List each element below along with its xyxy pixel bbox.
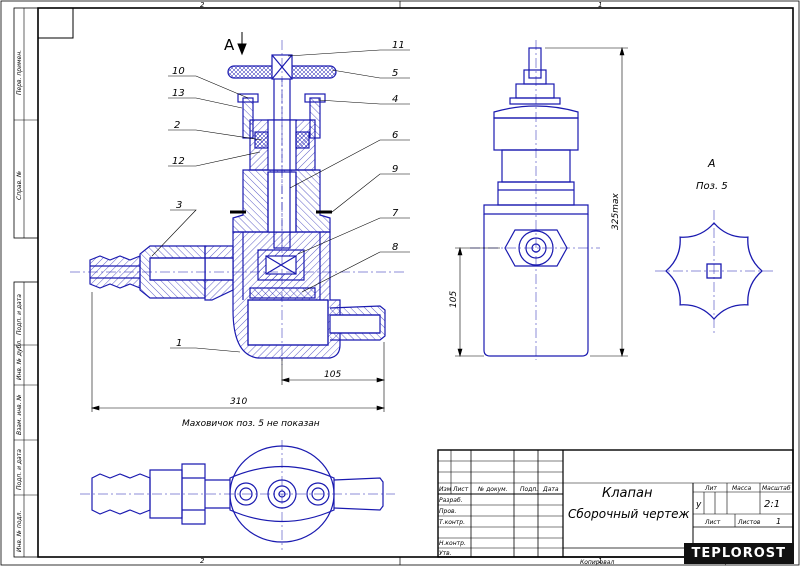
side-label: Инв. № подл. xyxy=(16,511,23,552)
sheets-label: Листов xyxy=(737,519,761,526)
leader-lines xyxy=(151,49,410,353)
sheets-value: 1 xyxy=(776,517,781,526)
part-number: 10 xyxy=(172,66,185,77)
part-number: 4 xyxy=(392,94,398,105)
zone-marker-top-right: 1 xyxy=(598,1,602,9)
part-number: 13 xyxy=(172,88,185,99)
part-number: 1 xyxy=(176,338,182,349)
role-approved: Утв. xyxy=(439,550,452,557)
side-dimensions xyxy=(455,46,628,358)
side-label: Взам. инв. № xyxy=(16,394,23,435)
title-block xyxy=(437,449,794,558)
dimension-310: 310 xyxy=(230,397,247,407)
part-number: 7 xyxy=(392,208,399,219)
header-date: Дата xyxy=(542,486,559,493)
view-marker-label: А xyxy=(224,36,235,54)
detail-sub-label: Поз. 5 xyxy=(696,181,728,192)
lit-label: Лит xyxy=(704,485,717,492)
role-developer: Разраб. xyxy=(439,497,463,504)
handwheel-detail xyxy=(655,210,775,334)
header-list: Лист xyxy=(452,486,469,493)
view-arrow xyxy=(237,32,247,56)
role-checker: Пров. xyxy=(439,508,457,515)
mass-label: Масса xyxy=(732,485,751,492)
part-number: 11 xyxy=(392,40,405,51)
side-label: Инв. № дубл. xyxy=(16,339,23,380)
zone-marker-bottom-left: 2 xyxy=(200,557,205,565)
section-view xyxy=(70,40,405,365)
part-number: 8 xyxy=(392,242,398,253)
side-label: Подп. и дата xyxy=(16,294,23,335)
zone-marker-bottom-right: 1 xyxy=(598,557,602,565)
lit-value: у xyxy=(695,500,702,510)
scale-value: 2:1 xyxy=(764,499,780,510)
part-number: 2 xyxy=(174,120,180,131)
drawing-title: Клапан xyxy=(602,486,653,501)
part-number: 6 xyxy=(392,130,398,141)
role-tcontrol: Т.контр. xyxy=(439,519,465,526)
header-sign: Подп. xyxy=(520,486,538,493)
dimension-105-side: 105 xyxy=(449,291,459,308)
copied-label: Копировал xyxy=(580,559,614,566)
part-number: 5 xyxy=(392,68,398,79)
header-doc: № докум. xyxy=(477,486,508,493)
part-number: 12 xyxy=(172,156,185,167)
dimension-105: 105 xyxy=(324,370,341,380)
side-stamp-labels: Перв. примен. Справ. № Подп. и дата Инв.… xyxy=(16,50,23,552)
side-view xyxy=(470,40,600,360)
side-label: Подп. и дата xyxy=(16,449,23,490)
dimension-325max: 325max xyxy=(611,193,621,230)
section-dimensions xyxy=(90,292,386,412)
section-note: Маховичок поз. 5 не показан xyxy=(182,419,320,429)
side-label: Справ. № xyxy=(16,171,23,200)
scale-label: Масштаб xyxy=(762,485,791,492)
zone-marker-top-left: 2 xyxy=(200,1,205,9)
plan-view xyxy=(80,440,395,550)
side-label: Перв. примен. xyxy=(16,50,23,95)
role-ncontrol: Н.контр. xyxy=(439,540,466,547)
watermark: TEPLOROST xyxy=(683,543,794,564)
part-number: 3 xyxy=(176,200,182,211)
part-number: 9 xyxy=(392,164,398,175)
detail-label: А xyxy=(707,157,716,170)
drawing-subtitle: Сборочный чертеж xyxy=(568,507,690,521)
header-izm: Изм xyxy=(439,486,452,493)
part-number-labels: 10 13 2 12 3 1 11 5 4 6 9 7 8 xyxy=(172,40,405,349)
sheet-label: Лист xyxy=(704,519,721,526)
